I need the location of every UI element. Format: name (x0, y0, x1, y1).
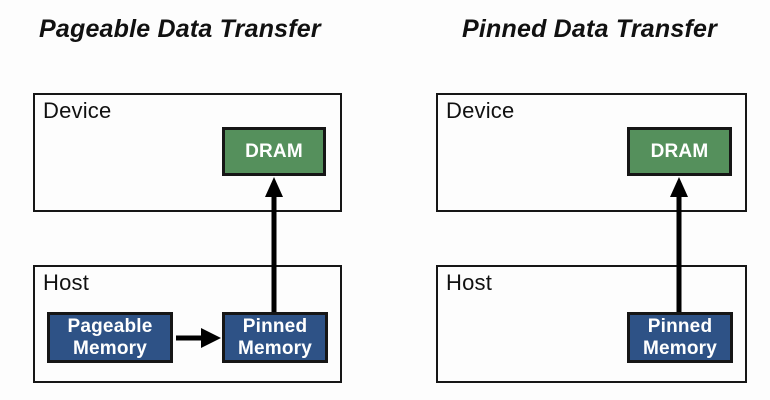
right-device-box: Device (436, 93, 747, 212)
right-device-label: Device (446, 98, 515, 123)
right-pinned-memory-label-line1: Pinned (647, 316, 713, 338)
left-dram-label: DRAM (245, 140, 303, 162)
left-pageable-memory-label-line1: Pageable (67, 316, 153, 338)
left-pageable-memory-box: Pageable Memory (47, 312, 173, 363)
right-host-label: Host (446, 270, 493, 295)
left-pinned-memory-label-line2: Memory (237, 337, 313, 359)
left-pinned-memory-label-line1: Pinned (242, 316, 308, 338)
right-pinned-memory-label-line2: Memory (642, 337, 718, 359)
right-dram-label: DRAM (650, 140, 709, 162)
left-device-label: Device (43, 98, 112, 123)
left-diagram-title: Pageable Data Transfer (39, 15, 321, 43)
left-pageable-memory-label-line2: Memory (72, 337, 148, 359)
right-pinned-memory-box: Pinned Memory (627, 312, 733, 363)
left-pinned-memory-box: Pinned Memory (222, 312, 328, 363)
left-dram-box: DRAM (222, 127, 326, 176)
left-host-label: Host (43, 270, 90, 295)
right-diagram-title: Pinned Data Transfer (462, 15, 718, 43)
right-dram-box: DRAM (627, 127, 732, 176)
